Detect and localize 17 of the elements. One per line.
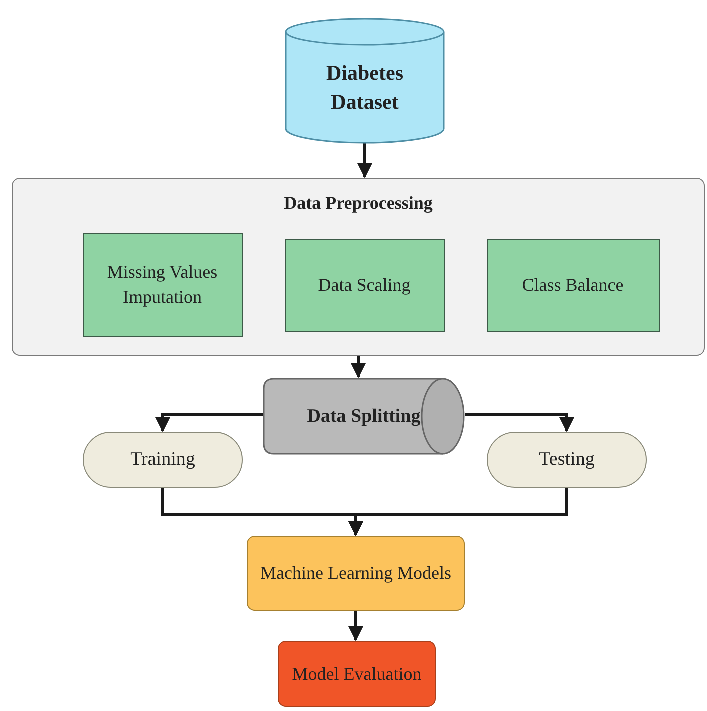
arrow xyxy=(348,488,568,536)
process-group-panel xyxy=(12,178,705,356)
process-box: Class Balance xyxy=(486,238,660,332)
process-box: Data Scaling xyxy=(284,238,444,332)
node-label: Diabetes Dataset xyxy=(326,60,404,116)
process-box: Model Evaluation xyxy=(278,641,436,707)
node-label: Data Splitting xyxy=(306,404,422,429)
process-box: Missing Values Imputation xyxy=(82,232,242,336)
arrow xyxy=(351,356,366,378)
arrow xyxy=(156,413,263,432)
arrow xyxy=(348,611,364,642)
process-box: Machine Learning Models xyxy=(247,536,465,611)
arrow xyxy=(358,143,372,178)
group-heading: Data Preprocessing xyxy=(283,193,434,214)
arrow xyxy=(465,413,574,432)
terminal-pill: Testing xyxy=(487,432,647,488)
terminal-pill: Training xyxy=(83,432,243,488)
